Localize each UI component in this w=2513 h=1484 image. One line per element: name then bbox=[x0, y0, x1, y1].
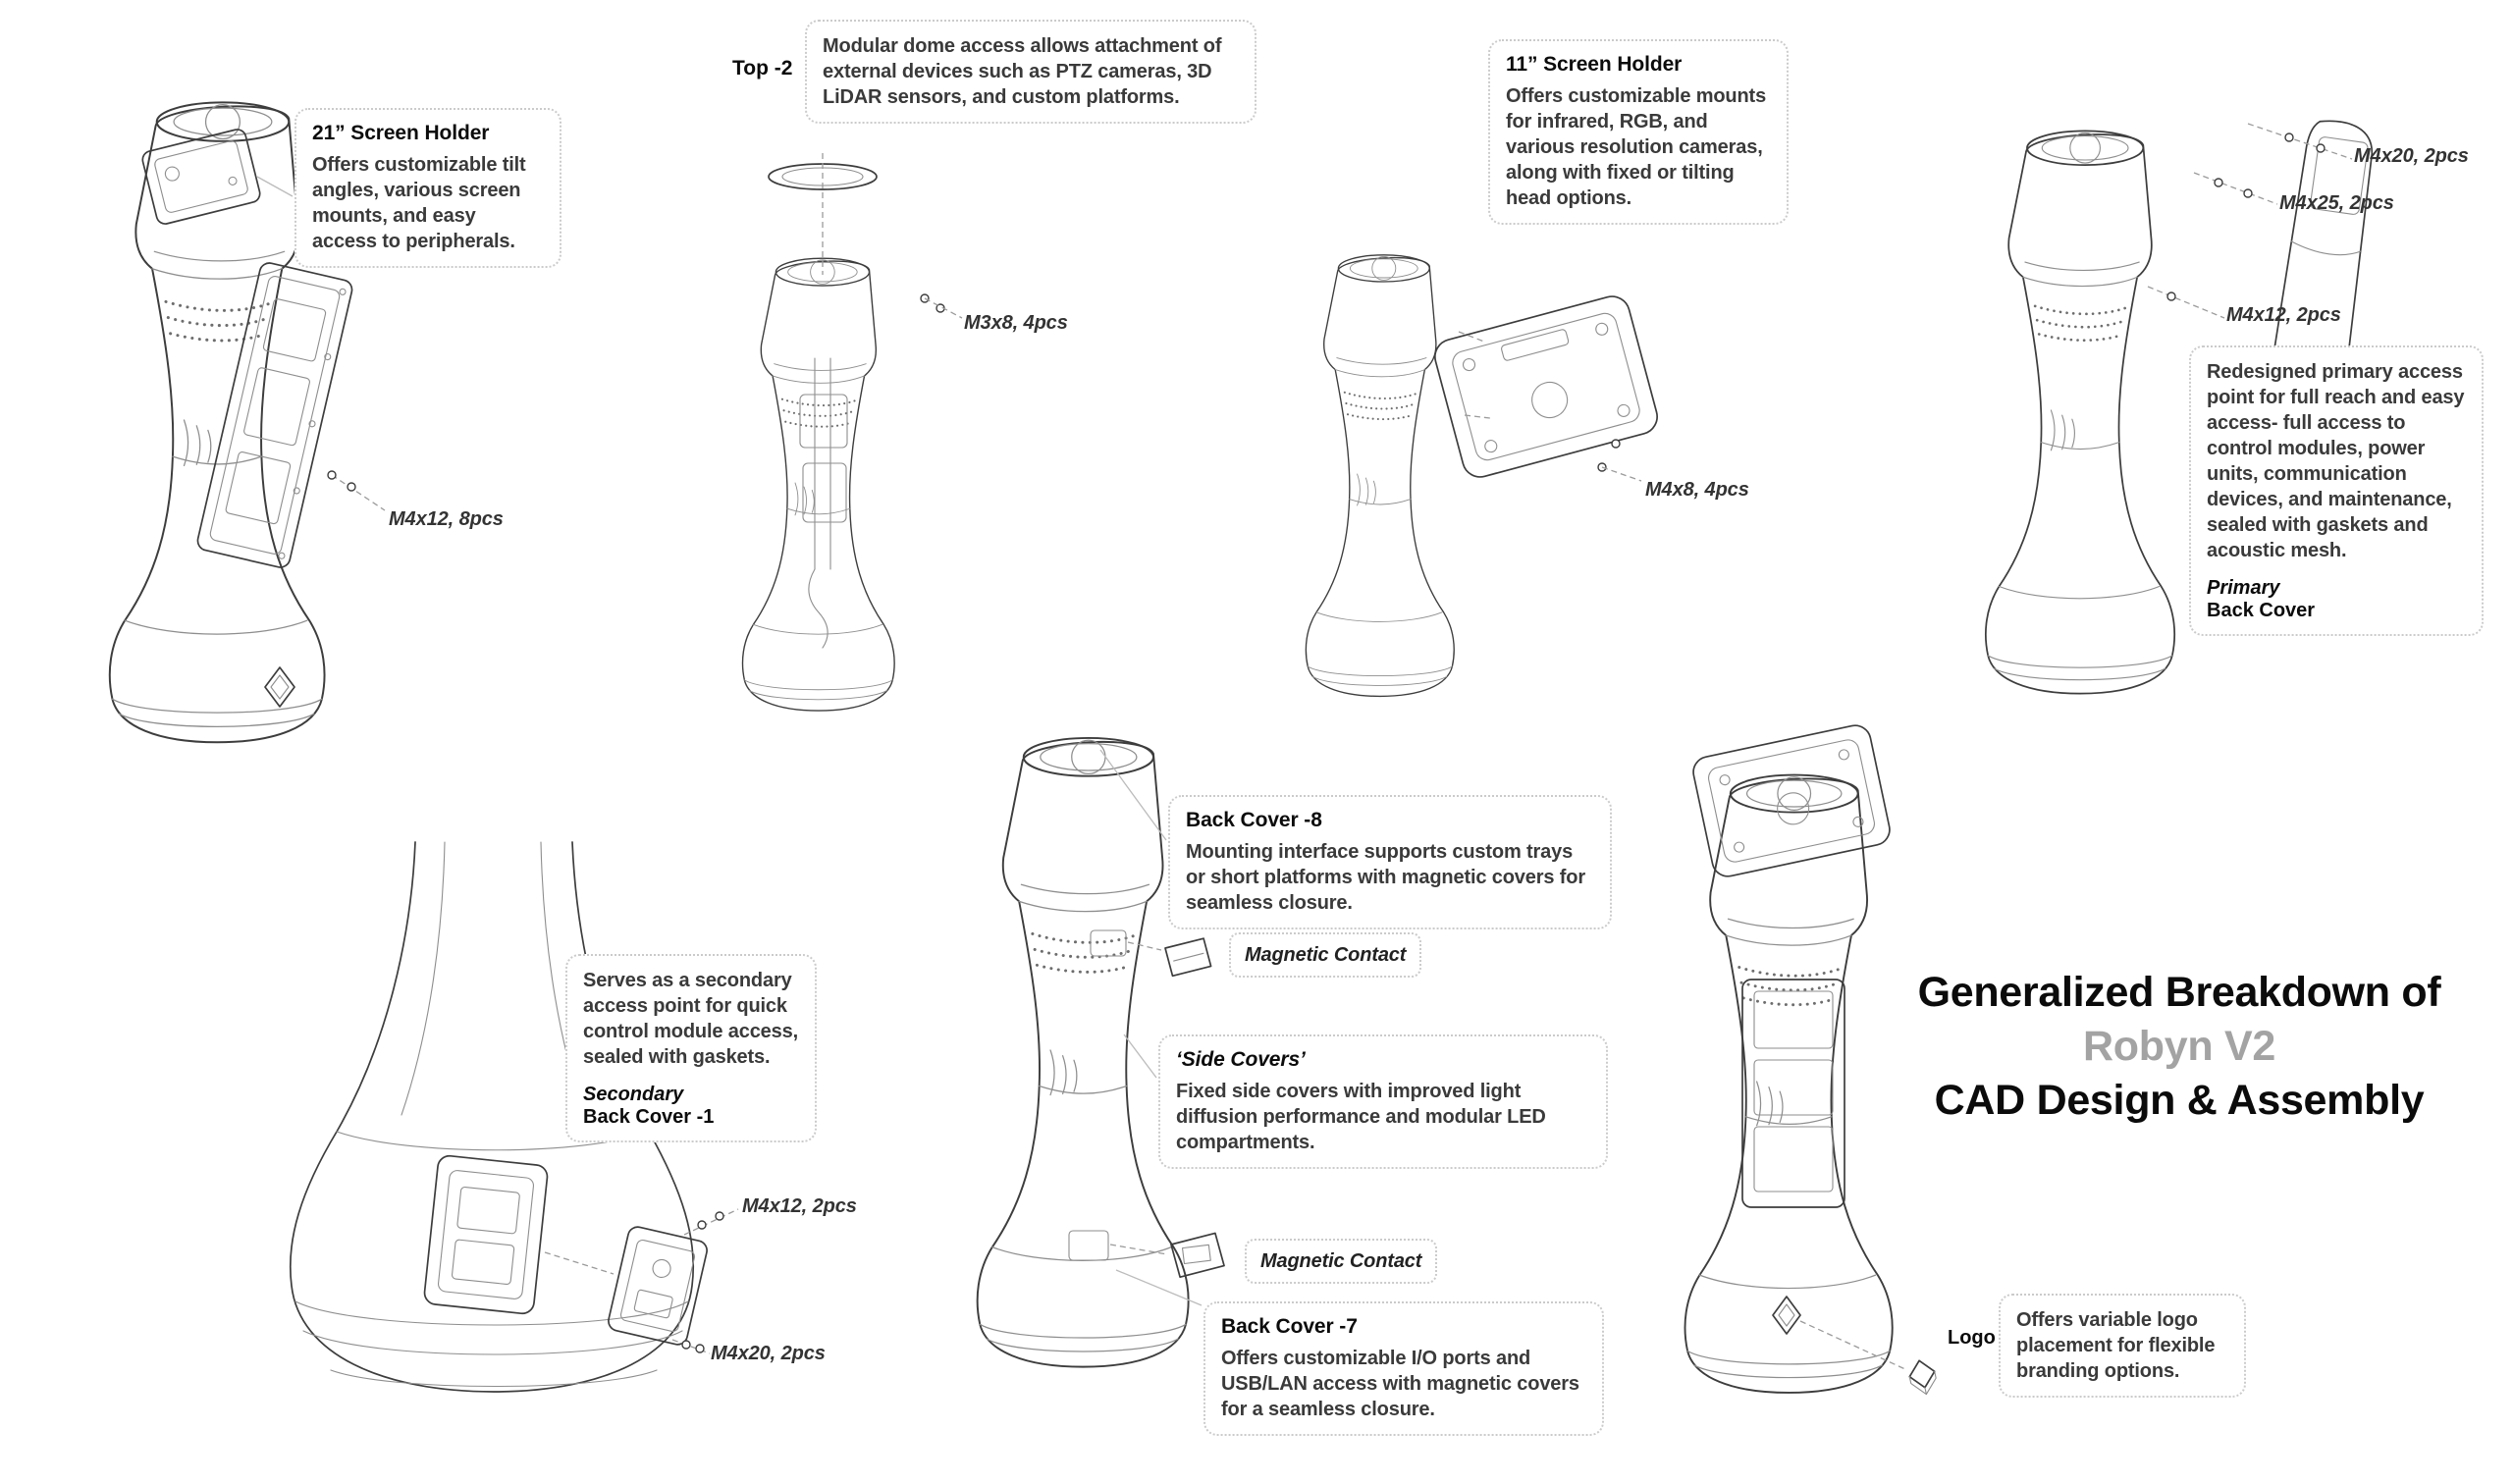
leader-line bbox=[1100, 750, 1166, 840]
screw-label: M4x12, 2pcs bbox=[2226, 304, 2341, 326]
screw-label: M4x20, 2pcs bbox=[711, 1343, 826, 1364]
robot-view-secondary-back-cover bbox=[211, 842, 785, 1480]
screw-label: M4x8, 4pcs bbox=[1645, 479, 1749, 501]
callout-heading: ‘Side Covers’ bbox=[1176, 1048, 1306, 1071]
callout-heading: Back Cover -8 bbox=[1186, 809, 1322, 831]
callout-magnetic-contact-lower: Magnetic Contact bbox=[1245, 1239, 1438, 1284]
leader-line bbox=[1465, 415, 1490, 418]
leader-line bbox=[2148, 287, 2224, 318]
magnetic-cover-upper bbox=[1164, 938, 1211, 977]
callout-body: Redesigned primary access point for full… bbox=[2207, 361, 2465, 561]
logo-diamond-icon bbox=[265, 667, 294, 707]
callout-body: Offers customizable I/O ports and USB/LA… bbox=[1221, 1348, 1579, 1420]
leader-line bbox=[1459, 332, 1484, 342]
screw-icons bbox=[2285, 133, 2325, 152]
cover-name-label: Back Cover bbox=[2207, 600, 2316, 621]
internal-mast bbox=[800, 358, 847, 648]
side-slot-lower bbox=[1069, 1231, 1108, 1260]
screw-icons bbox=[328, 471, 355, 491]
cover-role-label: Primary bbox=[2207, 577, 2280, 599]
callout-body: Fixed side covers with improved light di… bbox=[1176, 1081, 1546, 1153]
callout-magnetic-contact-upper: Magnetic Contact bbox=[1229, 932, 1422, 978]
leader-line bbox=[672, 1340, 710, 1353]
screen-frame-11 bbox=[1431, 292, 1661, 481]
screen-frame-top bbox=[1690, 722, 1893, 879]
callout-heading: Back Cover -7 bbox=[1221, 1315, 1358, 1338]
screw-icons bbox=[921, 294, 944, 312]
callout-21-screen-holder: 21” Screen Holder Offers customizable ti… bbox=[294, 108, 561, 268]
side-slot-upper bbox=[1091, 930, 1126, 956]
callout-logo: Offers variable logo placement for flexi… bbox=[1999, 1294, 2246, 1398]
tower bbox=[976, 736, 1191, 1369]
robot-view-side-covers bbox=[976, 736, 1256, 1369]
title-line-2: Robyn V2 bbox=[2083, 1023, 2275, 1071]
screen-frame-21 bbox=[140, 128, 261, 226]
cover-name-label: Back Cover -1 bbox=[583, 1106, 715, 1128]
screw-icons bbox=[698, 1212, 723, 1229]
logo-diamond-icon bbox=[1773, 1297, 1800, 1334]
robot-view-21-screen-holder bbox=[108, 100, 609, 744]
magnetic-contact-label: Magnetic Contact bbox=[1245, 944, 1407, 966]
leader-line bbox=[332, 475, 385, 510]
robot-view-11-screen-holder bbox=[1305, 253, 1747, 698]
screw-label: M3x8, 4pcs bbox=[964, 312, 1068, 334]
callout-back-cover-8: Back Cover -8 Mounting interface support… bbox=[1168, 795, 1612, 929]
callout-body: Mounting interface supports custom trays… bbox=[1186, 841, 1585, 914]
callout-primary-back-cover: Redesigned primary access point for full… bbox=[2189, 345, 2484, 636]
title-line-3: CAD Design & Assembly bbox=[1934, 1077, 2425, 1125]
screw-icons bbox=[2167, 292, 2175, 300]
tower bbox=[1984, 130, 2176, 695]
tower bbox=[108, 100, 327, 744]
tower bbox=[741, 257, 896, 713]
leader-line bbox=[1116, 1270, 1202, 1305]
screw-label: M4x12, 8pcs bbox=[389, 508, 504, 530]
cover-role-label: Secondary bbox=[583, 1084, 684, 1105]
callout-body: Modular dome access allows attachment of… bbox=[823, 35, 1222, 108]
robot-view-top-dome bbox=[741, 147, 1070, 713]
leader-line bbox=[2194, 173, 2277, 204]
callout-body: Offers customizable tilt angles, various… bbox=[312, 154, 526, 252]
leader-line bbox=[925, 298, 962, 318]
leader-line bbox=[257, 177, 293, 196]
leader-line bbox=[1124, 1034, 1156, 1078]
callout-body: Offers variable logo placement for flexi… bbox=[2016, 1309, 2216, 1382]
screw-label: M4x20, 2pcs bbox=[2354, 145, 2469, 167]
leader-line bbox=[1128, 942, 1161, 950]
module-rack bbox=[1742, 980, 1845, 1207]
hatch-opening bbox=[423, 1155, 548, 1315]
screw-icons bbox=[2215, 179, 2252, 197]
magnetic-cover-lower bbox=[1170, 1233, 1224, 1278]
leader-line bbox=[1110, 1245, 1167, 1254]
title-line-1: Generalized Breakdown of bbox=[1917, 969, 2441, 1016]
logo-part-icon bbox=[1906, 1358, 1939, 1398]
leader-line bbox=[545, 1252, 614, 1274]
callout-body: Offers customizable mounts for infrared,… bbox=[1506, 85, 1767, 209]
callout-body: Serves as a secondary access point for q… bbox=[583, 970, 798, 1068]
screw-label: M4x12, 2pcs bbox=[742, 1195, 857, 1217]
callout-11-screen-holder: 11” Screen Holder Offers customizable mo… bbox=[1488, 39, 1789, 225]
logo-label: Logo bbox=[1948, 1327, 1996, 1349]
callout-top-dome: Modular dome access allows attachment of… bbox=[805, 20, 1256, 124]
sheet-title: Generalized Breakdown of Robyn V2 CAD De… bbox=[1895, 966, 2464, 1128]
leader-line bbox=[2248, 124, 2352, 159]
leader-line bbox=[684, 1209, 738, 1235]
tower bbox=[1305, 253, 1456, 698]
rack-panel bbox=[195, 261, 353, 569]
leader-line bbox=[1602, 467, 1641, 481]
callout-heading: 11” Screen Holder bbox=[1506, 53, 1683, 76]
callout-secondary-back-cover: Serves as a secondary access point for q… bbox=[565, 954, 817, 1142]
screw-label: M4x25, 2pcs bbox=[2279, 192, 2394, 214]
robot-view-full-assembly bbox=[1684, 675, 1973, 1451]
screw-icons bbox=[682, 1341, 704, 1352]
secondary-cover-part bbox=[607, 1225, 709, 1347]
callout-back-cover-7: Back Cover -7 Offers customizable I/O po… bbox=[1203, 1301, 1604, 1436]
magnetic-contact-label: Magnetic Contact bbox=[1260, 1250, 1422, 1272]
screw-icons bbox=[1598, 440, 1620, 471]
callout-side-covers: ‘Side Covers’ Fixed side covers with imp… bbox=[1158, 1034, 1608, 1169]
top2-label: Top -2 bbox=[732, 57, 793, 80]
callout-heading: 21” Screen Holder bbox=[312, 122, 490, 144]
